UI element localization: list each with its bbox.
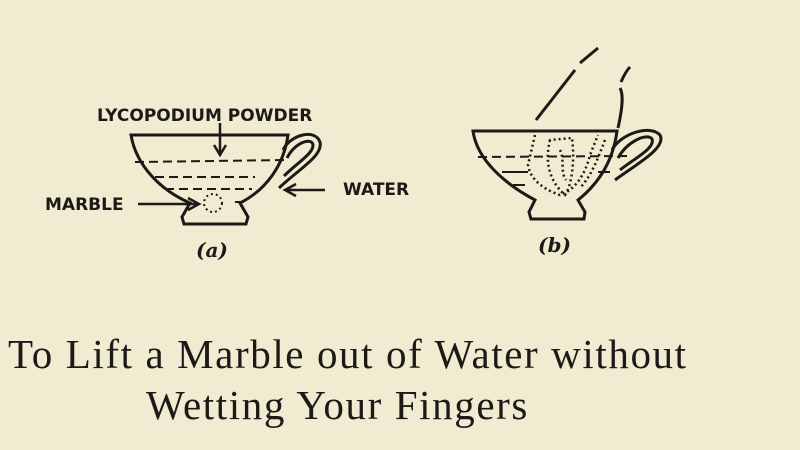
cup-a-handle	[277, 132, 322, 190]
caption-line-1: To Lift a Marble out of Water without	[8, 331, 688, 377]
cup-a-bowl	[129, 133, 290, 226]
caption-line-2: Wetting Your Fingers	[146, 382, 529, 428]
label-water: WATER	[343, 180, 409, 200]
water-lines-b	[502, 171, 610, 186]
label-lycopodium-powder: LYCOPODIUM POWDER	[97, 106, 312, 126]
match-sticks	[534, 46, 632, 129]
sub-label-a: (a)	[196, 238, 228, 262]
label-marble: MARBLE	[45, 195, 124, 215]
arrows	[138, 123, 325, 212]
cup-b	[471, 46, 663, 221]
cup-b-bowl	[471, 129, 619, 221]
water-line	[477, 155, 631, 158]
water-lines	[134, 159, 287, 203]
sub-label-b: (b)	[538, 233, 571, 257]
cup-a	[129, 123, 325, 226]
marble	[203, 193, 223, 213]
submerged-outline	[526, 134, 607, 197]
cup-b-handle	[610, 128, 663, 182]
